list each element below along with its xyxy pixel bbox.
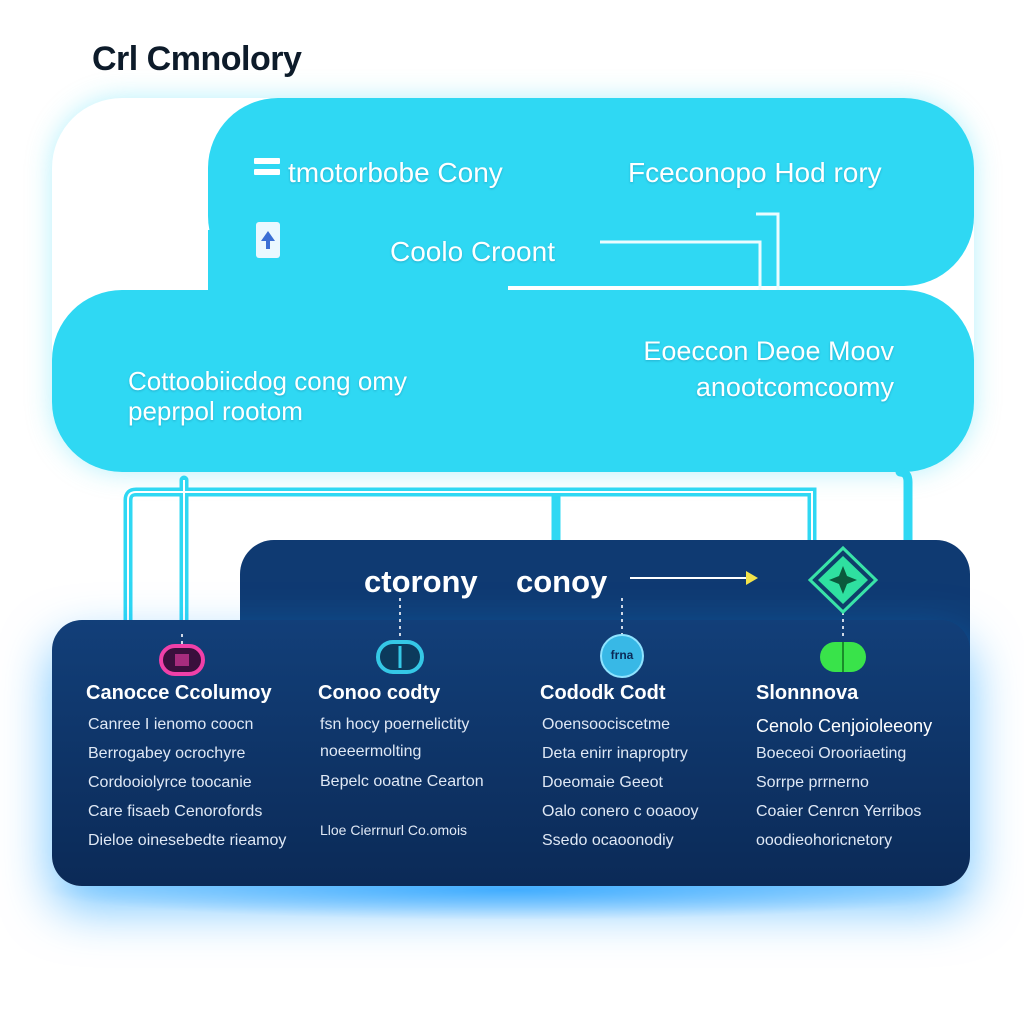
column-4-item: Sorrpe prrnerno: [756, 774, 869, 791]
column-3-title: Cododk Codt: [540, 682, 666, 704]
right-block: Eoeccon Deoe Moov anootcomcoomy: [632, 336, 894, 402]
column-4-item: Boeceoi Orooriaeting: [756, 745, 907, 762]
column-1-item: Dieloe oinesebedte rieamoy: [88, 832, 287, 849]
node-cyan-icon: [376, 640, 424, 674]
right-block-line-2: anootcomcoomy: [695, 372, 894, 402]
menu-icon: [254, 158, 280, 184]
left-block-line-2: peprpol rootom: [128, 396, 303, 426]
left-block-line-1: Cottoobiicdog cong omy: [128, 366, 407, 396]
cloud-lower: [52, 290, 974, 472]
connector-right-drop: [895, 467, 913, 550]
connector-center: [600, 240, 762, 290]
diamond-icon: [807, 545, 879, 615]
node-globe-icon: [600, 634, 644, 678]
column-4-item: ooodieohoricnetory: [756, 832, 893, 849]
column-1-item: Berrogabey ocrochyre: [88, 745, 246, 762]
column-3-item: Deta enirr inaproptry: [542, 745, 688, 762]
top-heading-right: Fceconopo Hod rory: [628, 157, 882, 188]
arrow-up-icon: [256, 222, 280, 258]
column-2-title: Conoo codty: [318, 682, 441, 704]
column-4-item: Coaier Cenrcn Yerribos: [756, 803, 922, 820]
column-4-title: Slonnnova: [756, 682, 859, 704]
column-2-item: noeeermolting: [320, 743, 422, 760]
column-1-title: Canocce Ccolumoy: [86, 682, 272, 704]
column-3-item: Oalo conero c ooaooy: [542, 803, 699, 820]
column-2-item: Bepelc ooatne Cearton: [320, 773, 484, 790]
left-block: Cottoobiicdog cong omy peprpol rootom: [128, 366, 407, 426]
panel: [52, 620, 970, 886]
column-3-item: Ooensoociscetme: [542, 716, 671, 733]
top-heading-left: tmotorbobe Cony: [288, 157, 503, 188]
panel-heading-right: conoy: [516, 564, 608, 599]
column-3-item: Doeomaie Geeot: [542, 774, 663, 791]
node-magenta-icon: [159, 644, 205, 676]
column-1-item: Canree I ienomo coocn: [88, 716, 254, 733]
column-1-item: Care fisaeb Cenorofords: [88, 803, 263, 820]
node-green-icon: [820, 642, 866, 672]
column-1-item: Cordooiolyrce toocanie: [88, 774, 252, 791]
column-2-item: fsn hocy poernelictity: [320, 716, 470, 733]
right-block-line-1: Eoeccon Deoe Moov: [643, 336, 894, 366]
column-3-item: Ssedo ocaoonodiy: [542, 832, 674, 849]
globe-node-label: frna: [610, 648, 634, 662]
page-title: Crl Cmnolory: [92, 40, 302, 78]
panel-heading-left: ctorony: [364, 564, 478, 599]
column-2-item: Lloe Cierrnurl Co.omois: [320, 822, 468, 838]
top-center-label: Coolo Croont: [390, 236, 555, 267]
column-4-item: Cenolo Cenjoioleeony: [756, 716, 933, 736]
